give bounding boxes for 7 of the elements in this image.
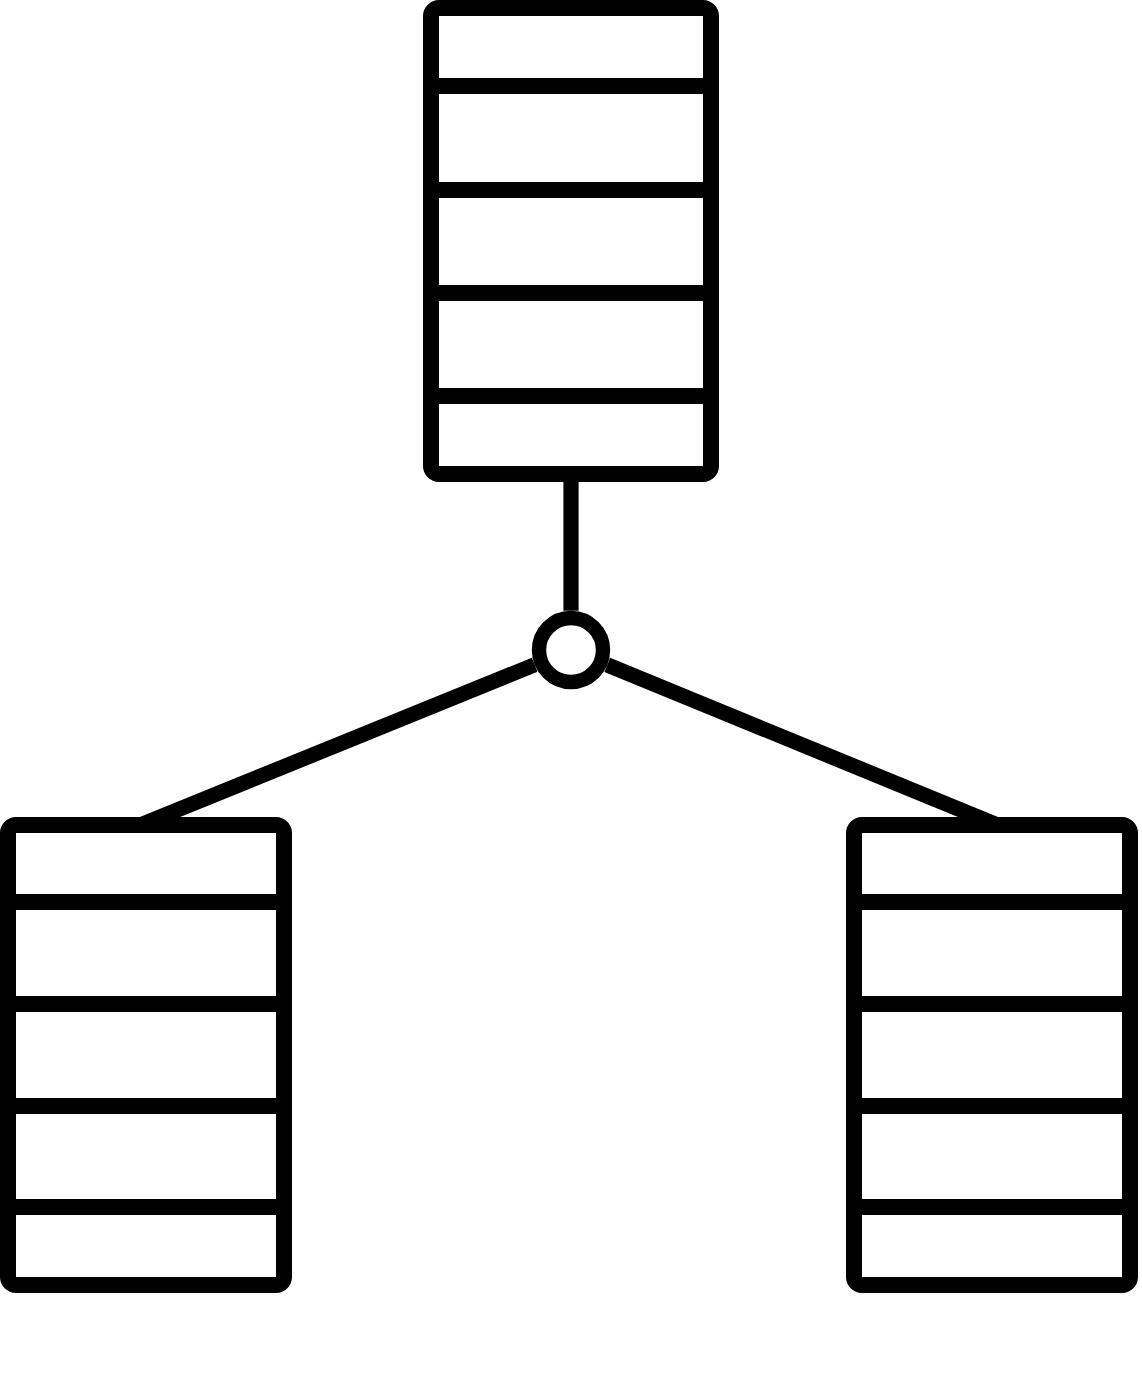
server-rack (846, 817, 1138, 1293)
connector-line (604, 657, 998, 817)
hub-circle (531, 610, 611, 690)
connector-line (139, 657, 538, 817)
server-rack (423, 0, 719, 482)
server-rack (0, 817, 292, 1293)
connector-line (563, 482, 579, 611)
